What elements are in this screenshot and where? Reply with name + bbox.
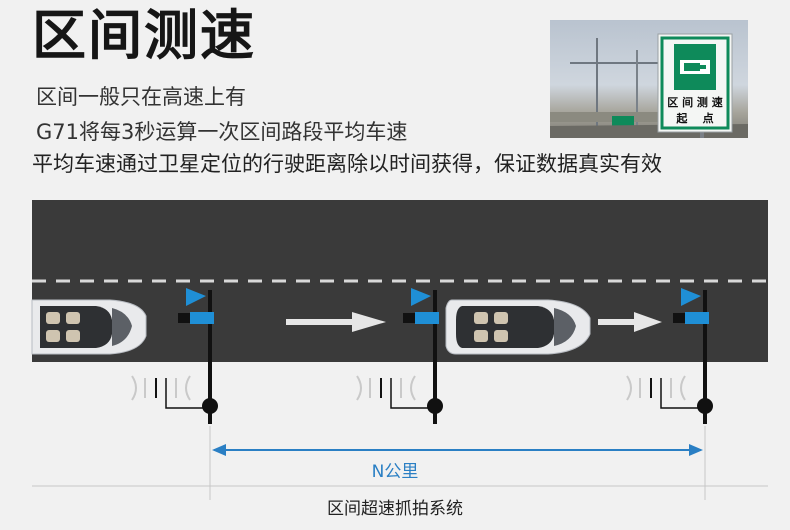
info-line-3: 平均车速通过卫星定位的行驶距离除以时间获得，保证数据真实有效	[32, 152, 662, 176]
page-title: 区间测速	[32, 4, 256, 67]
info-line-2: G71将每3秒运算一次区间路段平均车速	[36, 120, 408, 144]
sign-photo-illustration	[550, 33, 748, 138]
sign-text-line-1: 区 间 测 速	[667, 96, 723, 109]
distance-label: N公里	[371, 462, 419, 482]
sign-text-line-2: 起 点	[676, 112, 714, 125]
system-caption: 区间超速抓拍系统	[327, 499, 463, 519]
info-line-1: 区间一般只在高速上有	[36, 85, 246, 109]
sign-photo: 区 间 测 速 起 点	[550, 20, 748, 138]
road	[32, 200, 768, 362]
